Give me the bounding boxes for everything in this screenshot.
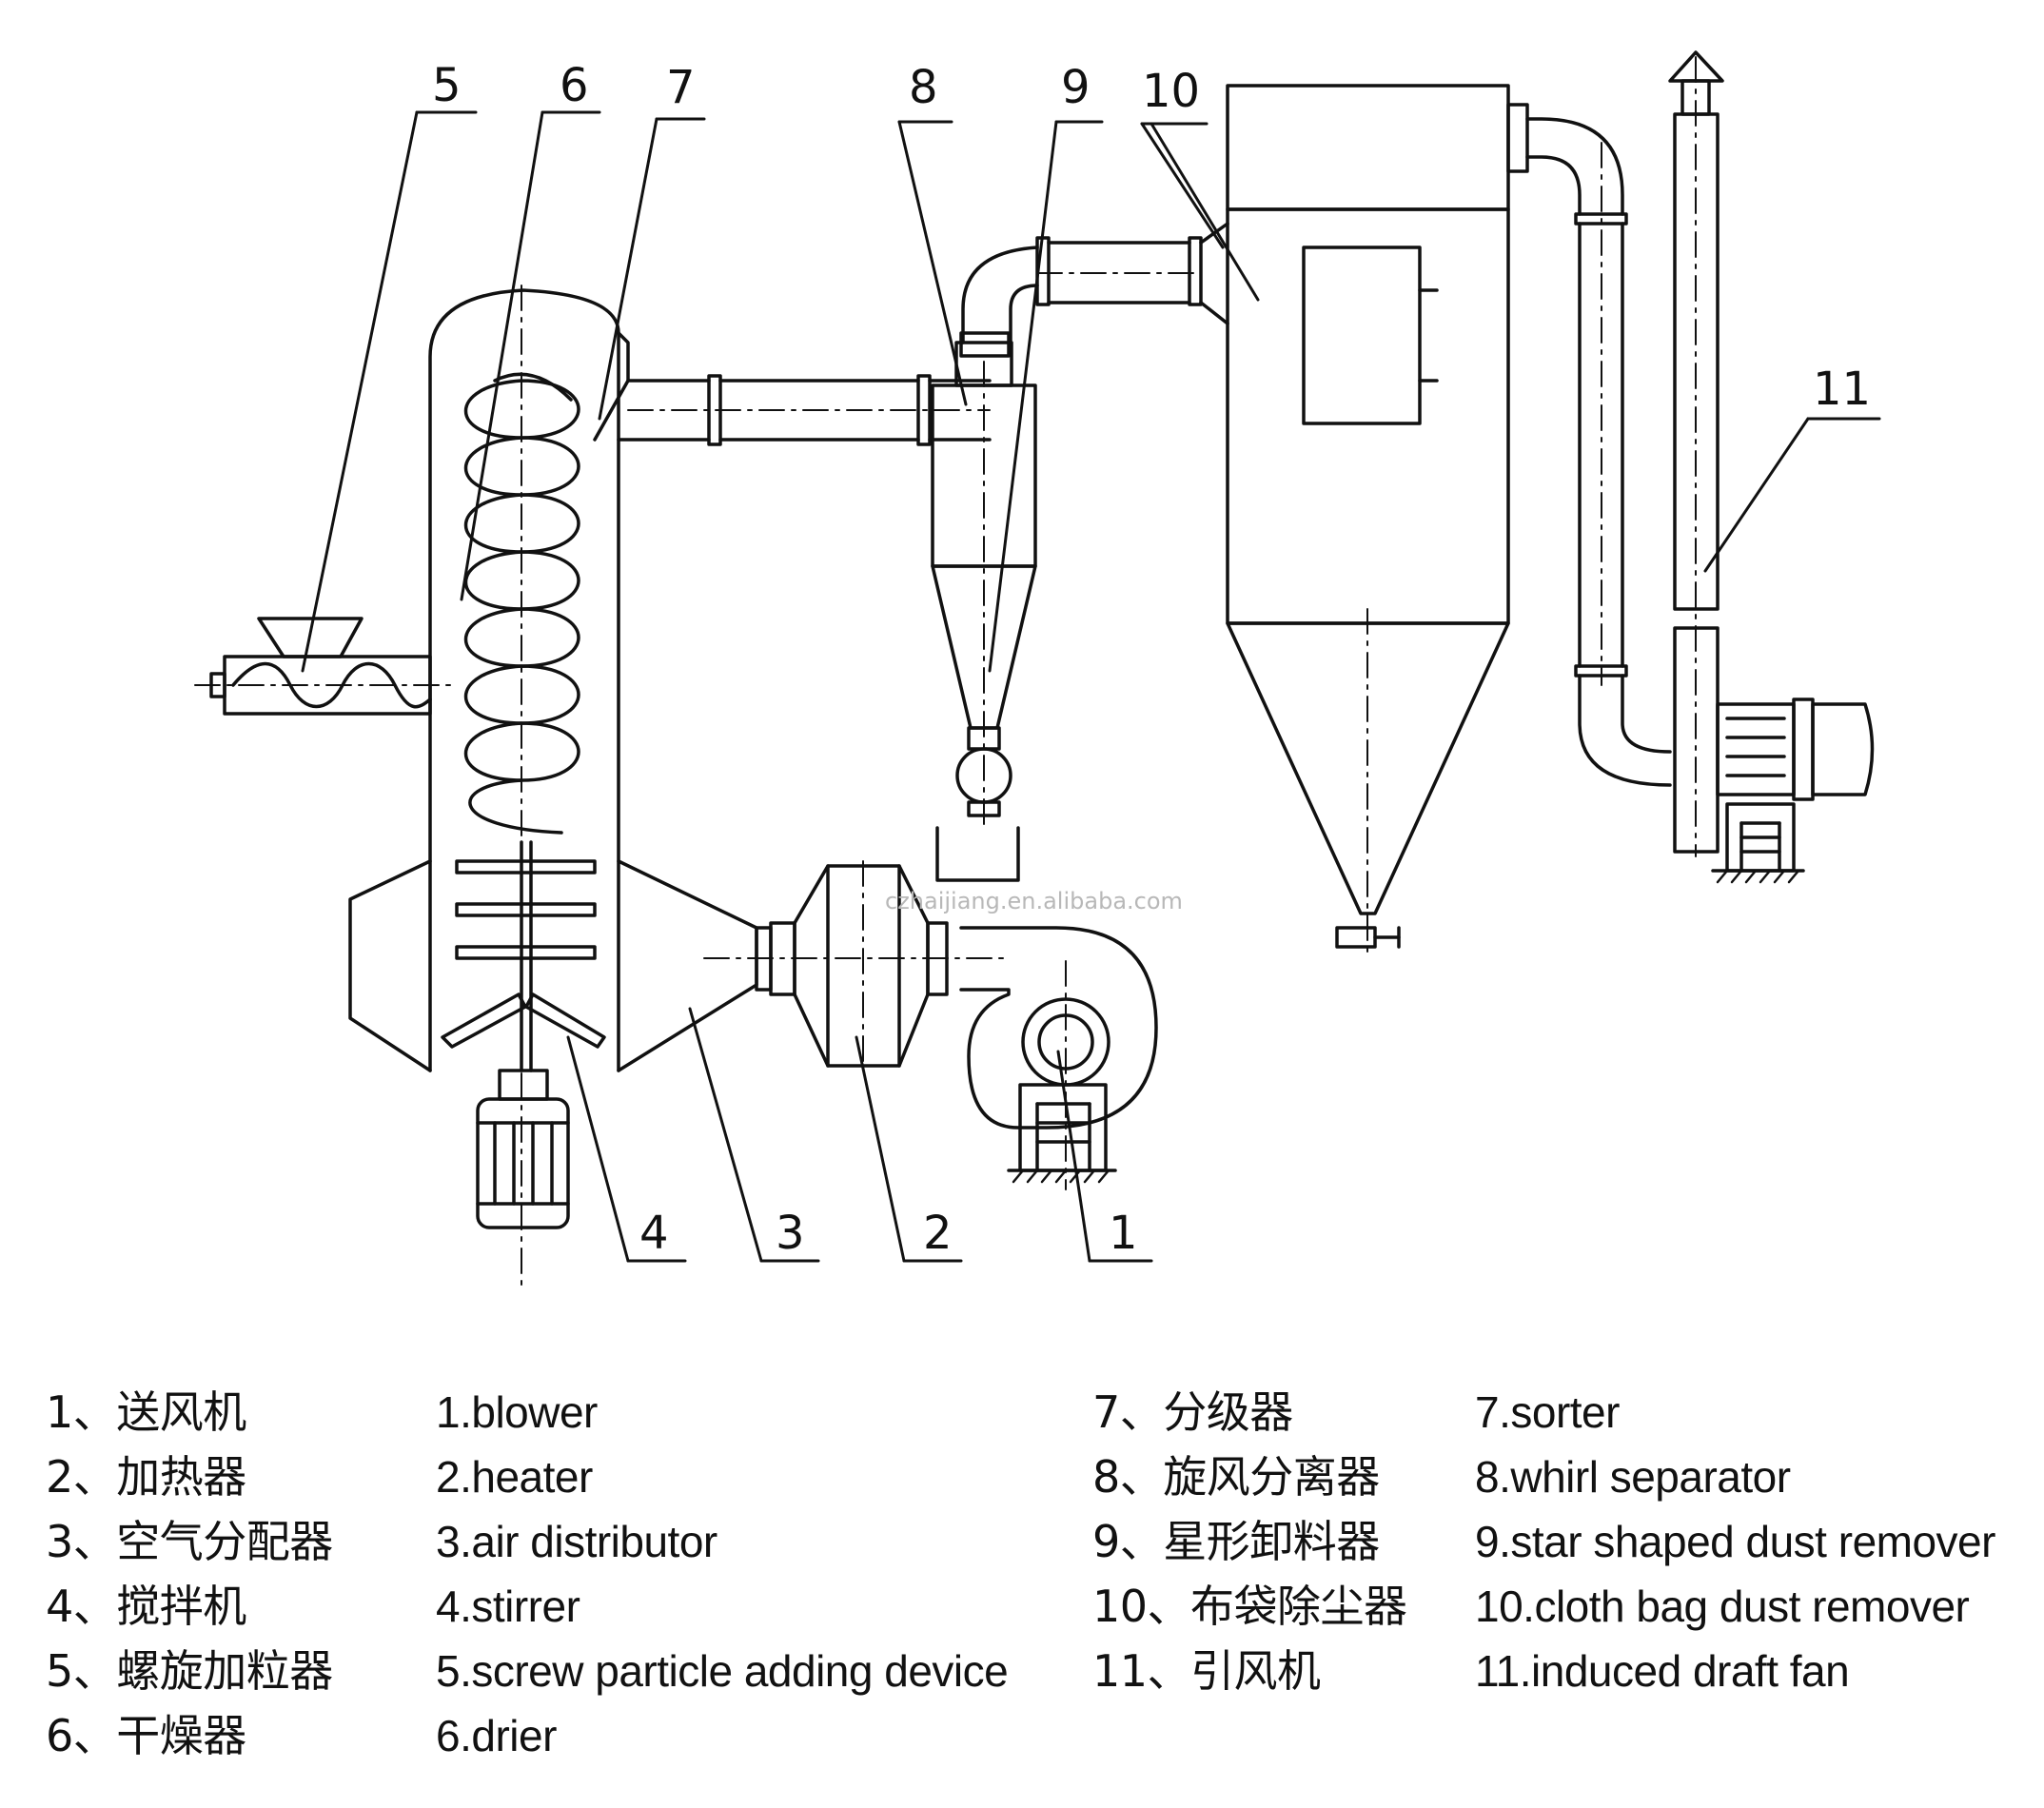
- callout-9: 9: [1061, 61, 1091, 114]
- legend-item: 9.star shaped dust remover: [1475, 1517, 1995, 1566]
- induced-draft-fan: [1668, 50, 1875, 873]
- screw-feeder: [209, 617, 432, 716]
- drier: [348, 288, 758, 1072]
- callout-11: 11: [1813, 363, 1871, 416]
- callout-7: 7: [666, 61, 696, 114]
- callout-5: 5: [432, 59, 462, 112]
- callout-10: 10: [1142, 65, 1200, 118]
- callout-1: 1: [1109, 1207, 1138, 1260]
- callout-3: 3: [776, 1207, 805, 1260]
- ground-hatching: [1012, 869, 1800, 1184]
- sorter-duct: [593, 331, 992, 446]
- legend-right-zh: 7、分级器 8、旋风分离器 9、星形卸料器 10、布袋除尘器 11、引风机: [1092, 1380, 1407, 1703]
- legend-item: 4、搅拌机: [46, 1581, 246, 1632]
- callout-6: 6: [560, 59, 589, 112]
- stirrer: [441, 840, 606, 1229]
- legend-item: 1.blower: [436, 1387, 598, 1437]
- legend-item: 3、空气分配器: [46, 1516, 333, 1567]
- legend-item: 11.induced draft fan: [1475, 1646, 1850, 1696]
- legend-right-en: 7.sorter 8.whirl separator 9.star shaped…: [1475, 1380, 1995, 1703]
- legend-item: 1、送风机: [46, 1386, 246, 1438]
- callout-4: 4: [639, 1207, 669, 1260]
- bag-dust-remover: [1226, 84, 1529, 949]
- legend-item: 7、分级器: [1092, 1386, 1293, 1438]
- legend-item: 10、布袋除尘器: [1092, 1581, 1407, 1632]
- legend-item: 7.sorter: [1475, 1387, 1620, 1437]
- legend-item: 5、螺旋加粒器: [46, 1645, 333, 1697]
- callout-8: 8: [909, 61, 938, 114]
- blower: [959, 926, 1158, 1172]
- center-lines: [194, 56, 1697, 1290]
- legend-item: 8、旋风分离器: [1092, 1451, 1380, 1503]
- legend-left-en: 1.blower 2.heater 3.air distributor 4.st…: [436, 1380, 1009, 1768]
- process-flow-diagram: 5 6 7 8 9 10 11 4 3 2 1 czhaijiang.en.al…: [194, 50, 1881, 1290]
- legend-item: 6.drier: [436, 1711, 557, 1760]
- legend-item: 3.air distributor: [436, 1517, 717, 1566]
- legend-left-zh: 1、送风机 2、加热器 3、空气分配器 4、搅拌机 5、螺旋加粒器 6、干燥器: [46, 1380, 333, 1768]
- legend-item: 9、星形卸料器: [1092, 1516, 1380, 1567]
- star-discharger: [935, 726, 1020, 882]
- leader-lines: [301, 110, 1881, 1263]
- legend-item: 6、干燥器: [46, 1710, 246, 1761]
- callout-2: 2: [923, 1207, 953, 1260]
- legend-item: 2.heater: [436, 1452, 593, 1502]
- legend-item: 4.stirrer: [436, 1582, 580, 1631]
- exhaust-duct: [1525, 117, 1672, 787]
- legend-item: 11、引风机: [1092, 1645, 1321, 1697]
- watermark: czhaijiang.en.alibaba.com: [885, 888, 1183, 914]
- legend: 1、送风机 2、加热器 3、空气分配器 4、搅拌机 5、螺旋加粒器 6、干燥器 …: [0, 1380, 2044, 1779]
- legend-item: 5.screw particle adding device: [436, 1646, 1009, 1696]
- legend-item: 2、加热器: [46, 1451, 246, 1503]
- legend-item: 10.cloth bag dust remover: [1475, 1582, 1970, 1631]
- cyclone-bag-duct: [1035, 222, 1229, 325]
- whirl-separator: [931, 246, 1039, 730]
- legend-item: 8.whirl separator: [1475, 1452, 1791, 1502]
